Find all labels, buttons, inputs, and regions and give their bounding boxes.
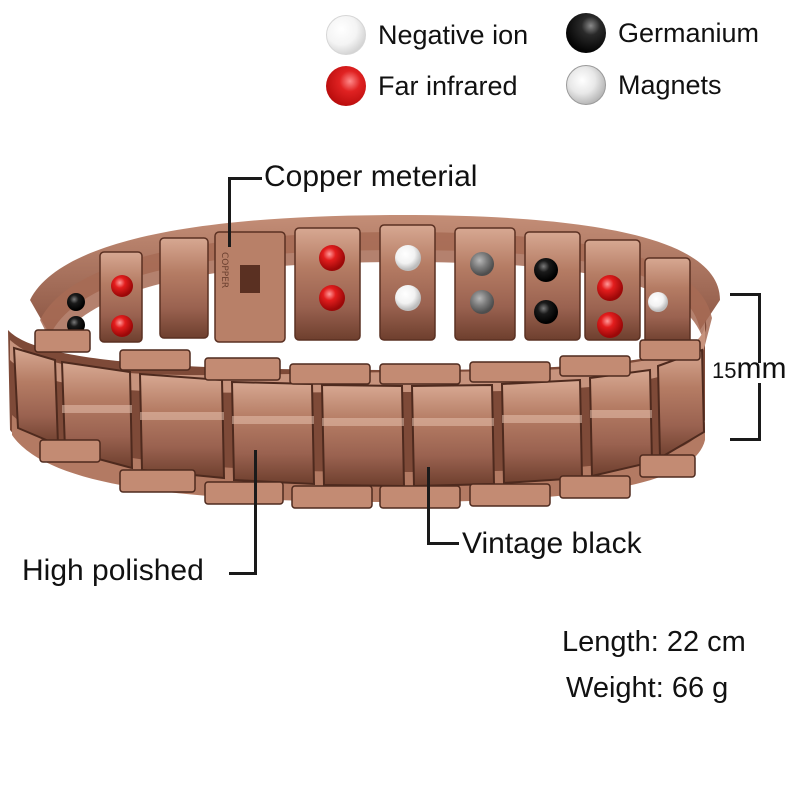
red-bead-icon bbox=[326, 66, 366, 106]
callout-line-vintage-h bbox=[427, 542, 459, 545]
callout-high-polished: High polished bbox=[22, 554, 204, 587]
legend-item-far-infrared: Far infrared bbox=[326, 66, 518, 106]
callout-vintage-black: Vintage black bbox=[462, 527, 642, 560]
white-bead-icon bbox=[326, 15, 366, 55]
bracelet-front-band bbox=[8, 320, 707, 509]
callout-line-polished-v bbox=[254, 450, 257, 574]
callout-line-material-h bbox=[228, 177, 262, 180]
callout-line-material-v bbox=[228, 177, 231, 247]
engraving-text: COPPER bbox=[219, 252, 229, 288]
legend-item-magnets: Magnets bbox=[566, 65, 722, 105]
legend-label-germanium: Germanium bbox=[618, 17, 760, 48]
callout-line-polished-h bbox=[229, 572, 257, 575]
callout-line-vintage-v bbox=[427, 467, 430, 544]
spec-weight: Weight: 66 g bbox=[566, 672, 729, 704]
width-label: 15mm bbox=[712, 352, 786, 386]
bracelet-back-band: COPPER bbox=[30, 215, 720, 350]
legend-item-negative-ion: Negative ion bbox=[326, 15, 528, 55]
legend-label-far-infrared: Far infrared bbox=[378, 70, 518, 101]
callout-copper-material: Copper meterial bbox=[264, 160, 478, 193]
legend-label-negative-ion: Negative ion bbox=[378, 19, 529, 50]
legend-item-germanium: Germanium bbox=[566, 13, 759, 53]
silver-bead-icon bbox=[566, 65, 606, 105]
width-value: 15 bbox=[712, 358, 737, 383]
width-unit: mm bbox=[736, 352, 787, 385]
spec-length: Length: 22 cm bbox=[562, 626, 746, 658]
black-bead-icon bbox=[566, 13, 606, 53]
legend-label-magnets: Magnets bbox=[618, 69, 722, 100]
